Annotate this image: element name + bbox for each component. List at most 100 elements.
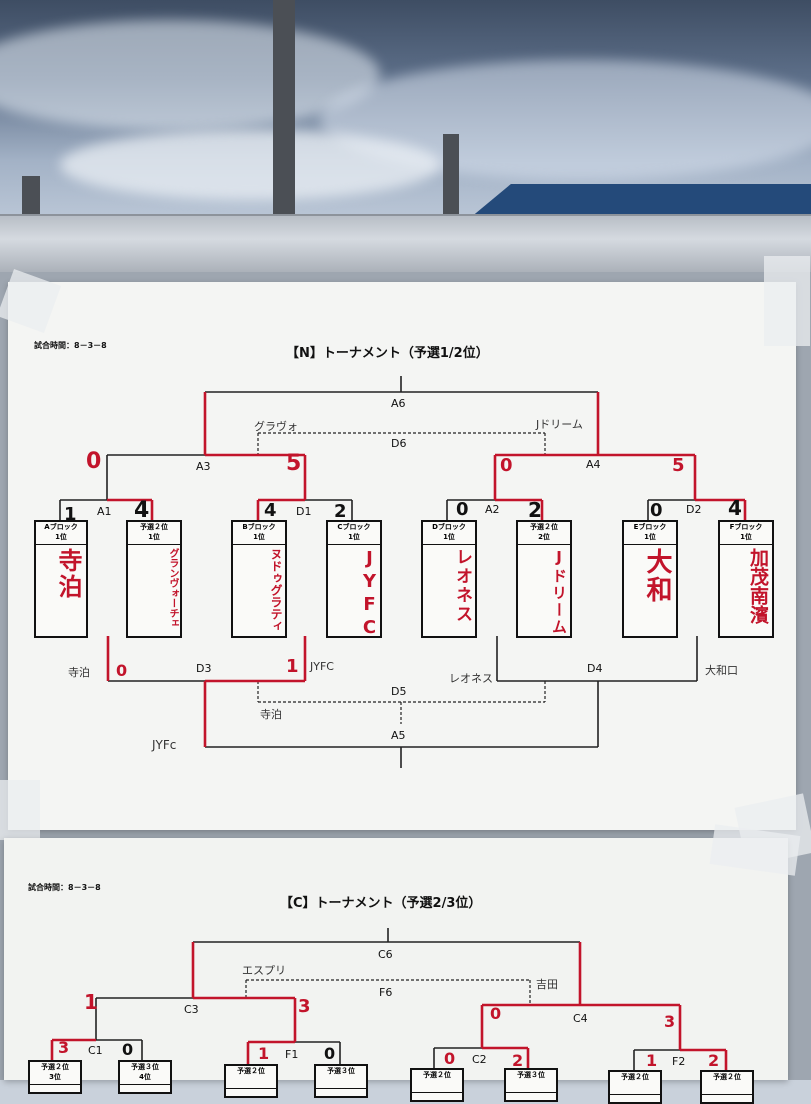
team-box: Eブロック 1位 大和 (622, 520, 678, 638)
score: 0 (122, 1040, 134, 1059)
score: 0 (86, 449, 102, 474)
pencil-note: 寺泊 (260, 708, 282, 721)
match-label-d2: D2 (686, 503, 702, 516)
team-box-header: Cブロック 1位 (328, 522, 380, 545)
sheet-title: 【C】トーナメント（予選2/3位） (280, 896, 482, 911)
team-box: 予選３位 (504, 1068, 558, 1102)
team-box-header: 予選２位 (610, 1072, 660, 1095)
match-label-d6: D6 (391, 437, 407, 450)
match-label-f2: F2 (672, 1055, 686, 1068)
cloud (60, 130, 440, 200)
match-label-d5: D5 (391, 685, 407, 698)
team-box-header: Dブロック 1位 (423, 522, 475, 545)
team-name: レオネス (452, 548, 472, 624)
score: 0 (444, 1049, 456, 1068)
team-box: Cブロック 1位 JYFC (326, 520, 382, 640)
team-box: Dブロック 1位 レオネス (421, 520, 477, 638)
match-label-c1: C1 (88, 1044, 103, 1057)
team-box-header: 予選３位 (506, 1070, 556, 1093)
team-box: 予選２位 3位 (28, 1060, 82, 1094)
time-note: 試合時間：8－3－8 (34, 341, 107, 350)
pencil-note: 吉田 (536, 978, 558, 991)
score: 0 (650, 500, 663, 521)
pencil-note: レオネス (449, 672, 493, 685)
team-box-header: Fブロック 1位 (720, 522, 772, 545)
team-box-header: 予選２位 (412, 1070, 462, 1093)
team-name: ヌドゥグラティ (269, 548, 283, 632)
score: 4 (134, 498, 150, 523)
team-box: Bブロック 1位 ヌドゥグラティ (231, 520, 287, 638)
score: 0 (116, 661, 128, 680)
score: 1 (646, 1051, 658, 1070)
team-box-header: 予選２位 (226, 1066, 276, 1089)
team-box-header: Bブロック 1位 (233, 522, 285, 545)
score: 1 (286, 656, 299, 677)
score: 5 (672, 455, 685, 476)
match-label-a2: A2 (485, 503, 500, 516)
match-label-f1: F1 (285, 1048, 299, 1061)
match-label-c3: C3 (184, 1003, 199, 1016)
pencil-note: 寺泊 (68, 666, 90, 679)
team-box: 予選３位 (314, 1064, 368, 1098)
score: 4 (728, 496, 742, 520)
match-label-a5: A5 (391, 729, 406, 742)
team-name: 加茂南濱 (747, 548, 769, 624)
team-name: JYFC (359, 548, 380, 640)
light-pole (22, 176, 40, 220)
team-box: 予選２位 2位 Jドリーム (516, 520, 572, 638)
score: 0 (456, 499, 469, 520)
score: 2 (528, 498, 542, 522)
match-label-d1: D1 (296, 505, 312, 518)
bracket-lines-c (50, 928, 728, 1072)
match-label-c2: C2 (472, 1053, 487, 1066)
score: 0 (500, 455, 513, 476)
bracket-lines-n (59, 376, 747, 768)
score: 0 (490, 1004, 502, 1023)
team-box: Fブロック 1位 加茂南濱 (718, 520, 774, 638)
team-box: 予選２位 (410, 1068, 464, 1102)
match-label-a3: A3 (196, 460, 211, 473)
team-name: グランヴォーチェ (167, 548, 178, 628)
tape (764, 256, 810, 346)
team-box-header: 予選２位 2位 (518, 522, 570, 545)
team-box: 予選２位 (224, 1064, 278, 1098)
score: 1 (84, 990, 98, 1014)
team-name: Jドリーム (550, 548, 568, 636)
pencil-note: 大和口 (705, 664, 738, 677)
team-box: 予選２位 (608, 1070, 662, 1104)
match-label-a4: A4 (586, 458, 601, 471)
match-label-d3: D3 (196, 662, 212, 675)
match-label-c6: C6 (378, 948, 393, 961)
match-label-a6: A6 (391, 397, 406, 410)
team-box-header: 予選２位 3位 (30, 1062, 80, 1085)
score: 2 (708, 1051, 720, 1070)
team-box: 予選２位 (700, 1070, 754, 1104)
score: 3 (58, 1038, 70, 1057)
pencil-note: JYFc (152, 738, 177, 752)
team-box-header: 予選３位 4位 (120, 1062, 170, 1085)
team-name: 大和 (642, 548, 672, 604)
pencil-note: グラヴォ (254, 420, 298, 433)
score: 2 (512, 1051, 524, 1070)
team-box-header: 予選２位 1位 (128, 522, 180, 545)
team-box-header: 予選２位 (702, 1072, 752, 1095)
stadium-roof (470, 184, 811, 218)
match-label-d4: D4 (587, 662, 603, 675)
score: 1 (64, 504, 77, 525)
score: 0 (324, 1044, 336, 1063)
score: 2 (334, 501, 347, 522)
team-name: 寺泊 (54, 548, 82, 600)
pencil-note: Jドリーム (536, 418, 583, 431)
score: 4 (264, 500, 277, 521)
team-box: 予選３位 4位 (118, 1060, 172, 1094)
match-label-c4: C4 (573, 1012, 588, 1025)
light-pole (443, 134, 459, 218)
score: 3 (298, 996, 311, 1017)
sheet-title: 【N】トーナメント（予選1/2位） (286, 346, 489, 361)
pencil-note: エスプリ (242, 964, 286, 977)
cloud (0, 20, 380, 130)
score: 3 (664, 1012, 676, 1031)
time-note: 試合時間：8－3－8 (28, 883, 101, 892)
board-frame (0, 214, 811, 274)
team-box: 予選２位 1位 グランヴォーチェ (126, 520, 182, 638)
